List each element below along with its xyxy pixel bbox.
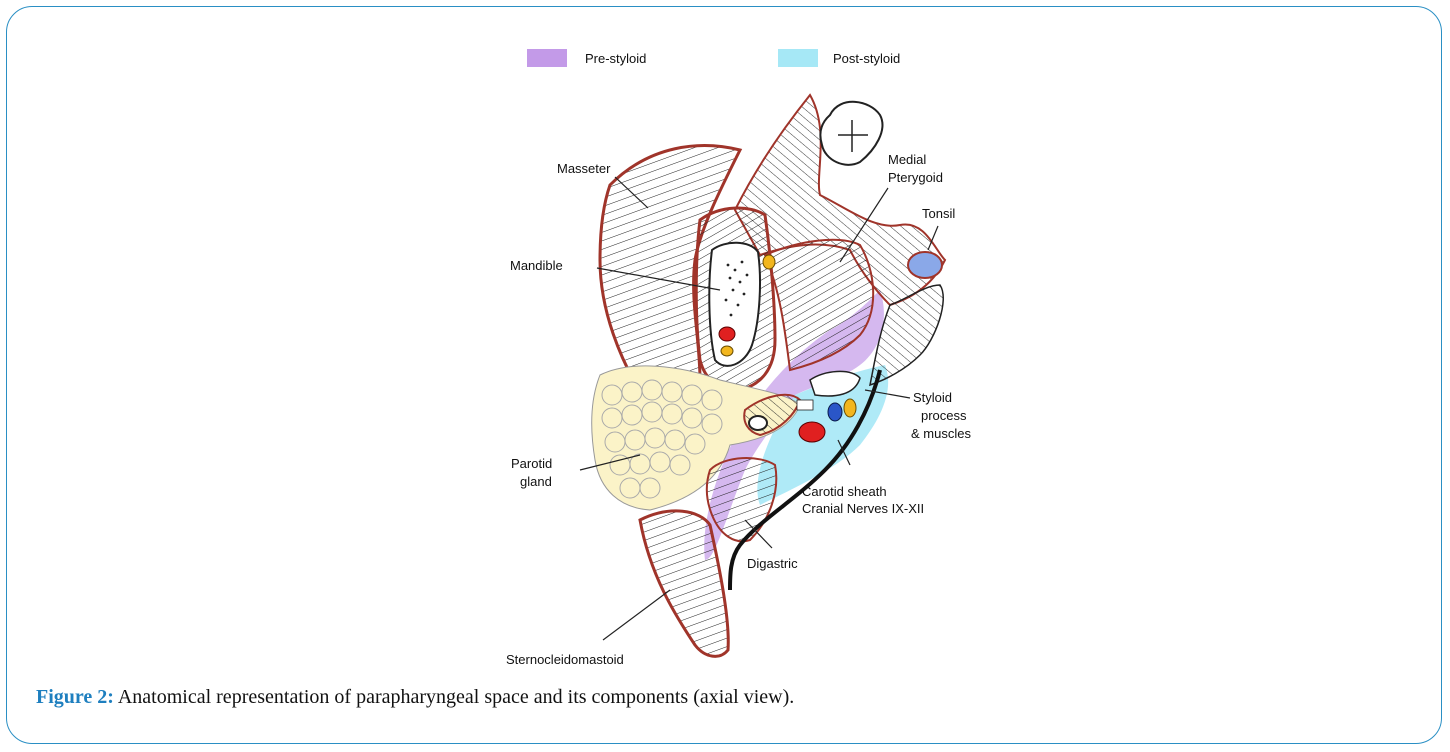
label-masseter: Masseter (557, 161, 611, 176)
label-styloid-1: Styloid (913, 390, 952, 405)
label-carotid-1: Carotid sheath (802, 484, 887, 499)
internal-jugular-vein (828, 403, 842, 421)
label-medial-pterygoid-1: Medial (888, 152, 926, 167)
label-digastric: Digastric (747, 556, 798, 571)
label-sternocleidomastoid: Sternocleidomastoid (506, 652, 624, 667)
artery-red-1 (719, 327, 735, 341)
tonsil (908, 252, 942, 278)
figure-caption: Figure 2: Anatomical representation of p… (36, 686, 794, 709)
small-label-box (797, 400, 813, 410)
caption-text: Anatomical representation of parapharyng… (114, 686, 794, 708)
label-styloid-3: & muscles (911, 426, 971, 441)
label-medial-pterygoid-2: Pterygoid (888, 170, 943, 185)
figure-number: Figure 2: (36, 686, 114, 708)
label-tonsil: Tonsil (922, 206, 955, 221)
styloid-oval (749, 416, 767, 430)
label-carotid-2: Cranial Nerves IX-XII (802, 501, 924, 516)
nerve-yellow-2 (721, 346, 733, 356)
label-parotid-1: Parotid (511, 456, 552, 471)
internal-carotid-artery (799, 422, 825, 442)
label-styloid-2: process (921, 408, 967, 423)
label-mandible: Mandible (510, 258, 563, 273)
inferior-alveolar-nerve (763, 255, 775, 269)
cranial-nerve (844, 399, 856, 417)
label-parotid-2: gland (520, 474, 552, 489)
